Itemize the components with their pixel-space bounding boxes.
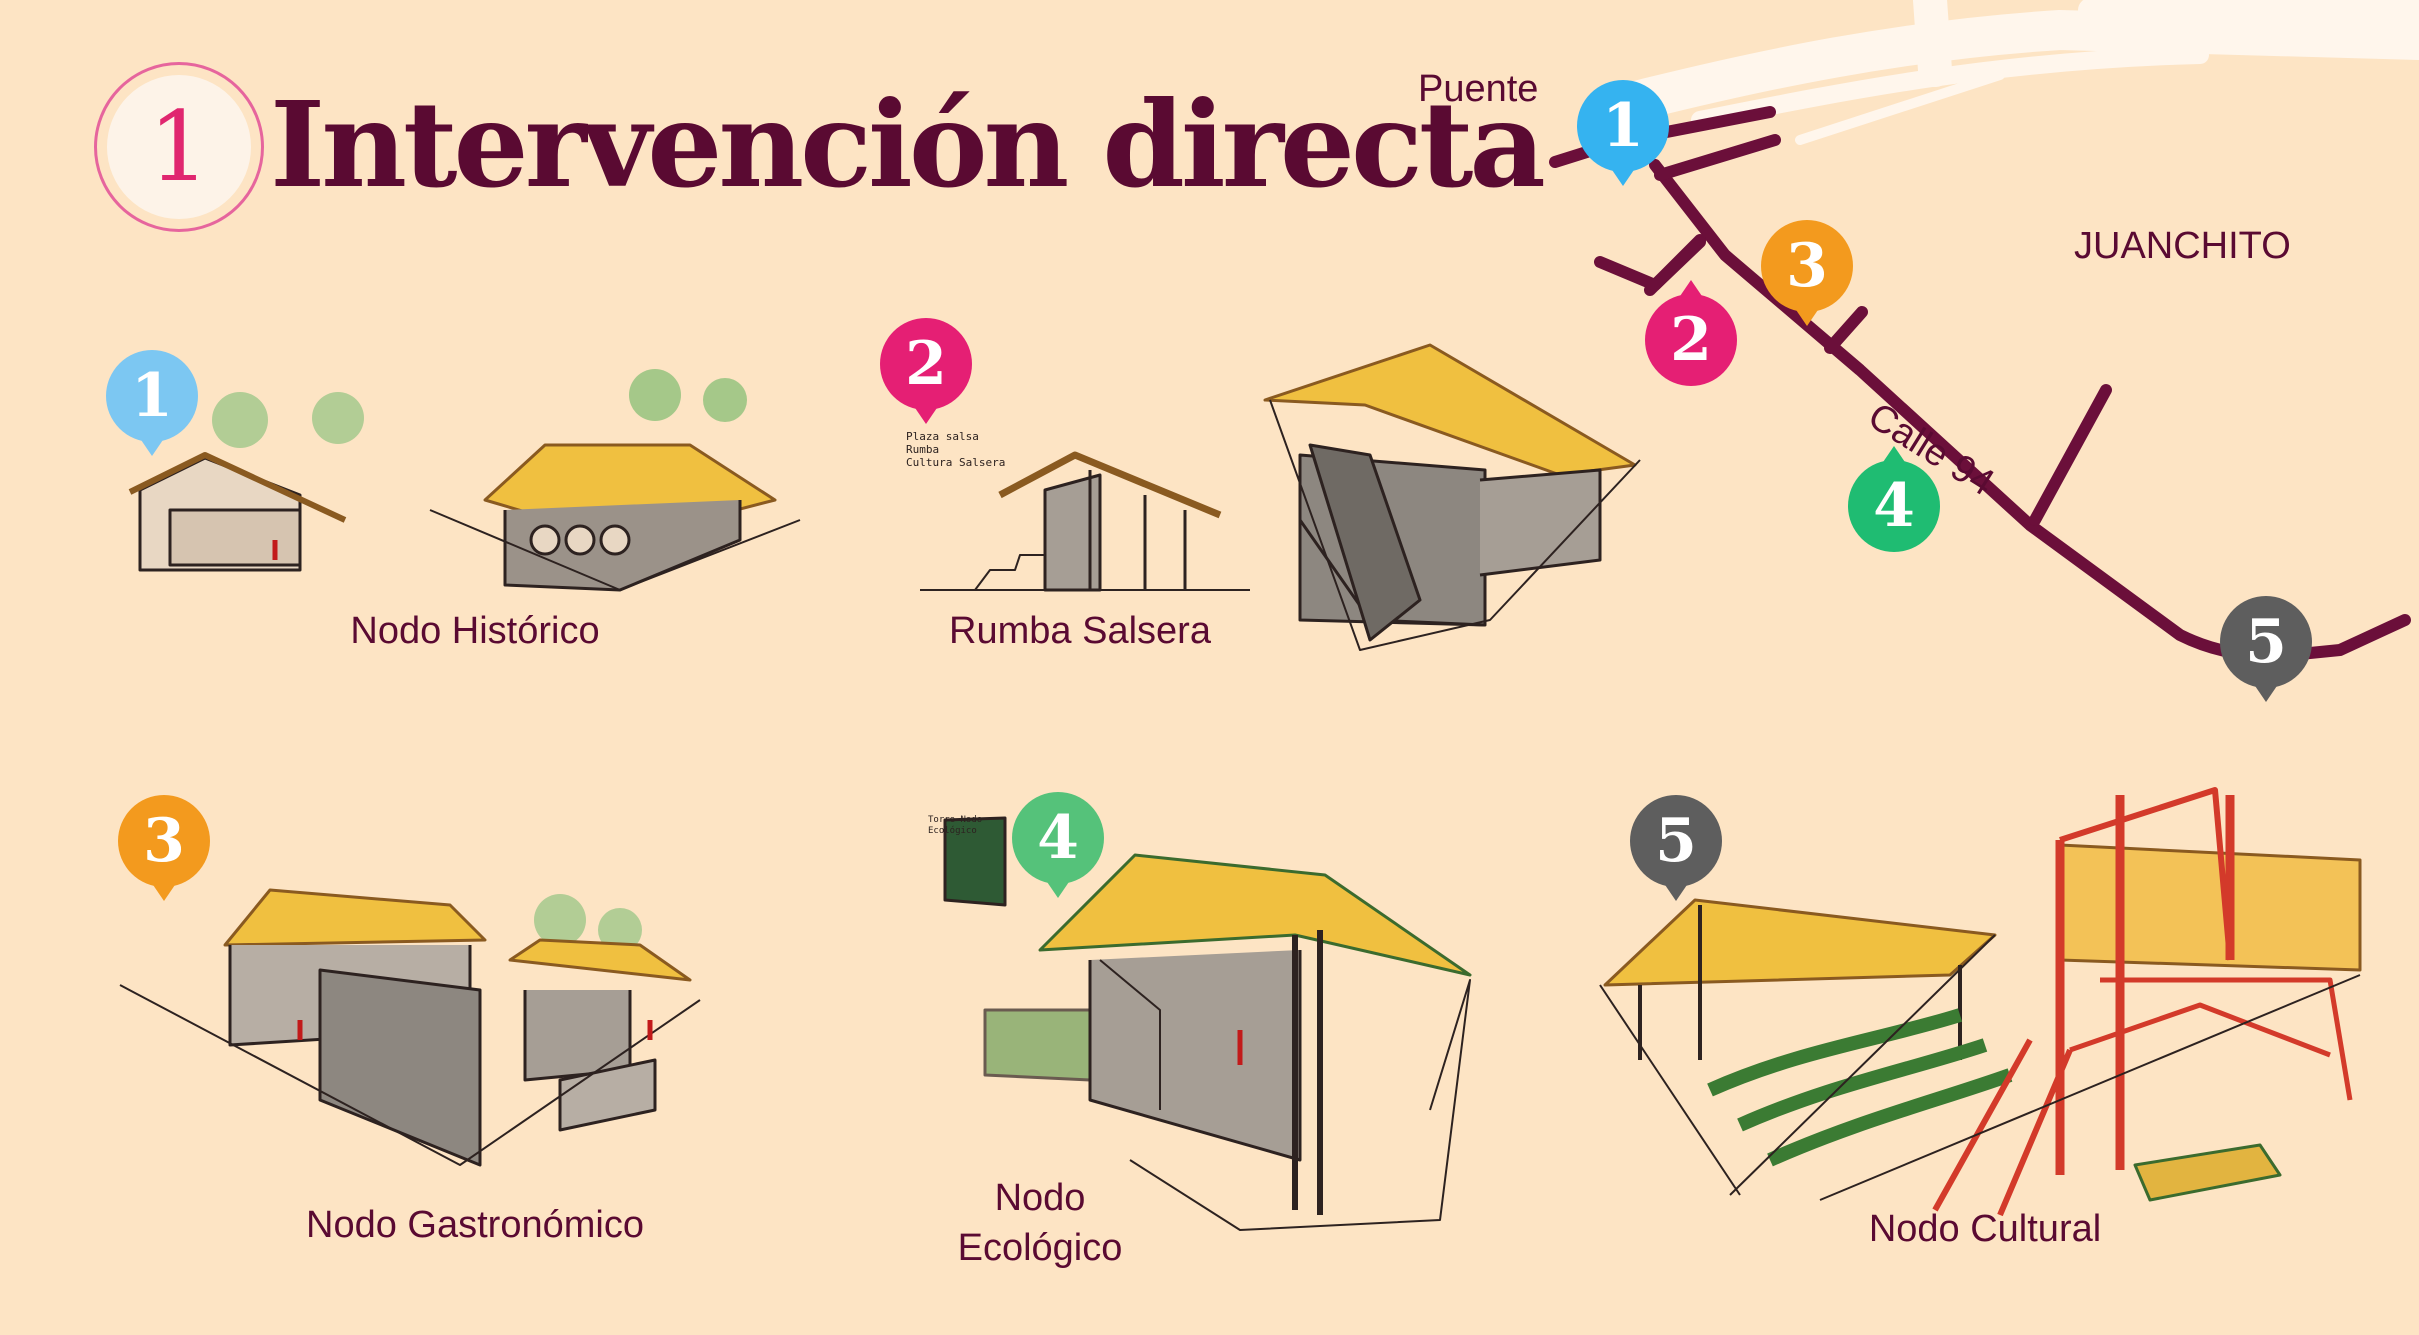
map-pin-3[interactable]: 3 <box>1761 220 1853 326</box>
map-pin-4[interactable]: 4 <box>1848 446 1940 552</box>
node-pin-3[interactable]: 3 <box>118 795 210 901</box>
road-branch-3 <box>1594 236 1706 291</box>
sketch-node-4 <box>943 816 1472 1231</box>
page-title: Intervención directa <box>270 75 1546 214</box>
sketch-node-3 <box>119 888 701 1167</box>
map-pin-1[interactable]: 1 <box>1577 80 1669 186</box>
map-pin-2[interactable]: 2 <box>1645 280 1737 386</box>
road-branch-1 <box>1654 134 1781 181</box>
title-number-badge: 1 <box>94 62 264 232</box>
sketch-node-1 <box>128 369 801 592</box>
sketch-node-5 <box>1599 787 2362 1217</box>
road-branch-4 <box>1824 306 1868 354</box>
node-label-cultural: Nodo Cultural <box>1868 1208 2102 1250</box>
map-pin-5[interactable]: 5 <box>2220 596 2312 702</box>
map-label-juanchito: JUANCHITO <box>2074 225 2291 267</box>
sketch-note-node-4: Torre Nodo Ecológico <box>928 815 983 836</box>
node-label-gastronomico: Nodo Gastronómico <box>306 1204 644 1246</box>
road-calle-94 <box>1649 159 2411 662</box>
node-pin-1[interactable]: 1 <box>106 350 198 456</box>
node-pin-4[interactable]: 4 <box>1012 792 1104 898</box>
node-pin-2[interactable]: 2 <box>880 318 972 424</box>
title-number: 1 <box>107 75 251 219</box>
sketch-note-node-2: Plaza salsa Rumba Cultura Salsera <box>906 430 1006 469</box>
sketch-node-2 <box>920 343 1641 651</box>
node-pin-5[interactable]: 5 <box>1630 795 1722 901</box>
node-label-rumba-salsera: Rumba Salsera <box>949 610 1211 652</box>
node-label-ecologico: Nodo Ecológico <box>957 1177 1123 1269</box>
road-branch-5 <box>2029 384 2112 526</box>
map-label-puente: Puente <box>1418 68 1539 110</box>
node-label-historico: Nodo Histórico <box>350 610 600 652</box>
sand-streaks <box>1620 0 2419 145</box>
